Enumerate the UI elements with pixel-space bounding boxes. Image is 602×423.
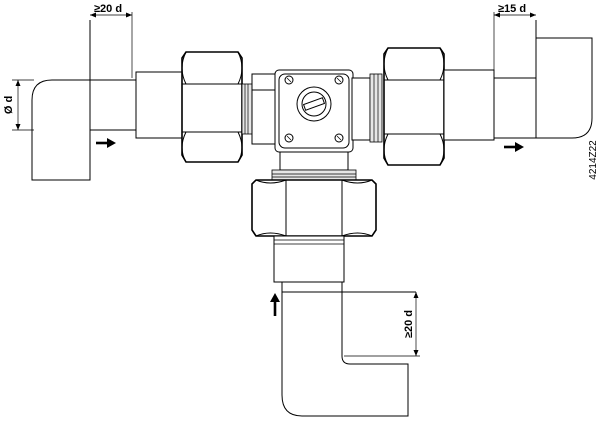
left-length-dimension: ≥20 d — [90, 3, 133, 78]
right-length-dimension: ≥15 d — [493, 3, 536, 78]
right-thread-collar — [351, 73, 383, 143]
left-thread-collar — [241, 73, 279, 145]
bottom-flow-arrow — [270, 293, 280, 316]
bottom-thread-collar — [271, 151, 357, 181]
right-hex-nut — [383, 47, 445, 166]
right-elbow-pipe — [494, 20, 593, 139]
left-length-label: ≥20 d — [94, 3, 122, 15]
bottom-fitting — [273, 235, 345, 283]
left-flow-arrow — [96, 138, 116, 148]
bottom-elbow-pipe — [281, 282, 416, 417]
diameter-label: Ø d — [3, 96, 15, 114]
right-flow-arrow — [504, 142, 524, 152]
bottom-length-label: ≥20 d — [403, 310, 415, 338]
bottom-length-dimension: ≥20 d — [344, 292, 420, 357]
left-elbow-pipe — [31, 20, 136, 181]
valve-body — [274, 69, 354, 153]
right-fitting — [443, 69, 495, 141]
document-code: 4214Z22 — [588, 140, 599, 180]
bottom-hex-nut — [251, 179, 377, 237]
left-fitting — [135, 71, 187, 139]
left-hex-nut — [181, 51, 243, 163]
right-length-label: ≥15 d — [498, 3, 526, 15]
diameter-dimension: Ø d — [3, 79, 34, 131]
